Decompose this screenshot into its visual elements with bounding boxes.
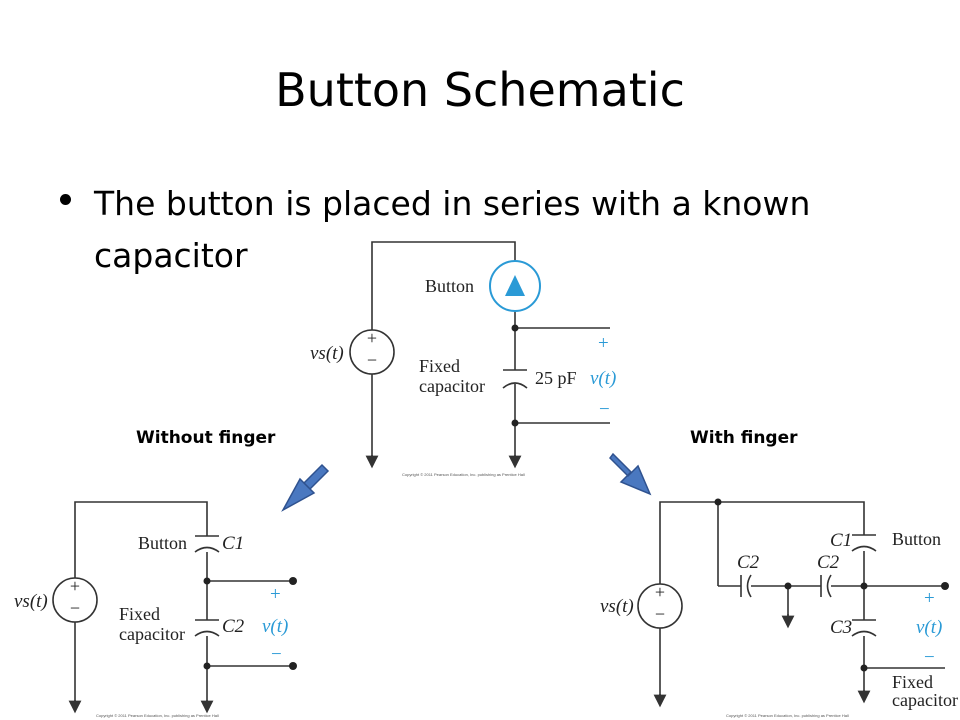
left-c2-plate-2 xyxy=(194,630,220,637)
left-c1-label: C1 xyxy=(222,533,244,554)
right-node-out xyxy=(860,582,868,590)
top-cap-value: 25 pF xyxy=(535,368,577,388)
top-circuit xyxy=(349,241,610,469)
top-voltage-source-icon xyxy=(349,329,395,375)
right-fixed-label-1: Fixed xyxy=(892,672,933,692)
top-button-icon xyxy=(489,260,541,312)
arrow-down-right-icon xyxy=(609,452,652,496)
left-output-label: v(t) xyxy=(262,616,288,637)
right-c2b-plate-2 xyxy=(826,574,832,598)
left-c1-plate-2 xyxy=(194,546,220,553)
right-fixed-label-2: capacitor xyxy=(892,690,958,710)
left-wire-upper xyxy=(74,501,208,578)
top-copyright: Copyright © 2011 Pearson Education, Inc.… xyxy=(402,472,525,477)
slide-title: Button Schematic xyxy=(275,63,685,117)
right-voltage-source-icon xyxy=(637,583,683,629)
left-fixed-label-2: capacitor xyxy=(119,624,185,644)
right-terminal-plus xyxy=(941,582,949,590)
right-c2b-label: C2 xyxy=(817,552,840,573)
right-copyright: Copyright © 2011 Pearson Education, Inc.… xyxy=(726,713,849,718)
left-source-plus: + xyxy=(70,576,80,596)
left-source-minus: − xyxy=(70,598,80,618)
right-circuit xyxy=(637,501,945,708)
top-output-plus: + xyxy=(598,333,609,354)
right-c2a-label: C2 xyxy=(737,552,760,573)
arrow-down-left-icon xyxy=(281,463,330,512)
without-finger-label: Without finger xyxy=(136,428,276,448)
top-output-minus: − xyxy=(599,399,610,420)
top-node-2 xyxy=(511,419,519,427)
left-node-1 xyxy=(203,577,211,585)
left-fixed-label-1: Fixed xyxy=(119,604,160,624)
left-c2-label: C2 xyxy=(222,616,245,637)
right-c3-label: C3 xyxy=(830,617,852,638)
top-fixed-label-1: Fixed xyxy=(419,356,460,376)
left-output-plus: + xyxy=(270,584,281,605)
left-copyright: Copyright © 2011 Pearson Education, Inc.… xyxy=(96,713,219,718)
right-node-mid xyxy=(784,582,792,590)
right-c2a-plate-2 xyxy=(746,574,752,598)
top-source-label: vs(t) xyxy=(310,343,344,364)
left-voltage-source-icon xyxy=(52,577,98,623)
right-c1-plate-2 xyxy=(851,545,877,552)
right-wire-upper xyxy=(659,501,865,584)
top-cap-plate-2 xyxy=(502,382,528,389)
top-fixed-label-2: capacitor xyxy=(419,376,485,396)
left-terminal-plus xyxy=(289,577,297,585)
right-c3-plate-2 xyxy=(851,630,877,637)
top-button-arrow-icon xyxy=(505,275,525,296)
bullet-dot-icon xyxy=(60,194,71,205)
top-source-plus: + xyxy=(367,328,377,348)
left-button-label: Button xyxy=(138,533,187,553)
left-circuit xyxy=(52,501,293,714)
right-output-minus: − xyxy=(924,647,935,668)
left-output-minus: − xyxy=(271,644,282,665)
top-button-label: Button xyxy=(425,276,474,296)
top-output-label: v(t) xyxy=(590,368,616,389)
left-node-2 xyxy=(203,662,211,670)
right-c1-label: C1 xyxy=(830,530,852,551)
right-output-label: v(t) xyxy=(916,617,942,638)
right-node-top xyxy=(714,498,722,506)
right-button-label: Button xyxy=(892,529,941,549)
with-finger-label: With finger xyxy=(690,428,798,448)
right-source-minus: − xyxy=(655,604,665,624)
right-source-label: vs(t) xyxy=(600,596,634,617)
top-wire-upper xyxy=(371,241,516,330)
right-output-plus: + xyxy=(924,588,935,609)
right-node-bottom xyxy=(860,664,868,672)
top-source-minus: − xyxy=(367,350,377,370)
left-terminal-minus xyxy=(289,662,297,670)
bullet-text: The button is placed in series with a kn… xyxy=(94,184,811,275)
left-source-label: vs(t) xyxy=(14,591,48,612)
right-source-plus: + xyxy=(655,582,665,602)
top-node-1 xyxy=(511,324,519,332)
